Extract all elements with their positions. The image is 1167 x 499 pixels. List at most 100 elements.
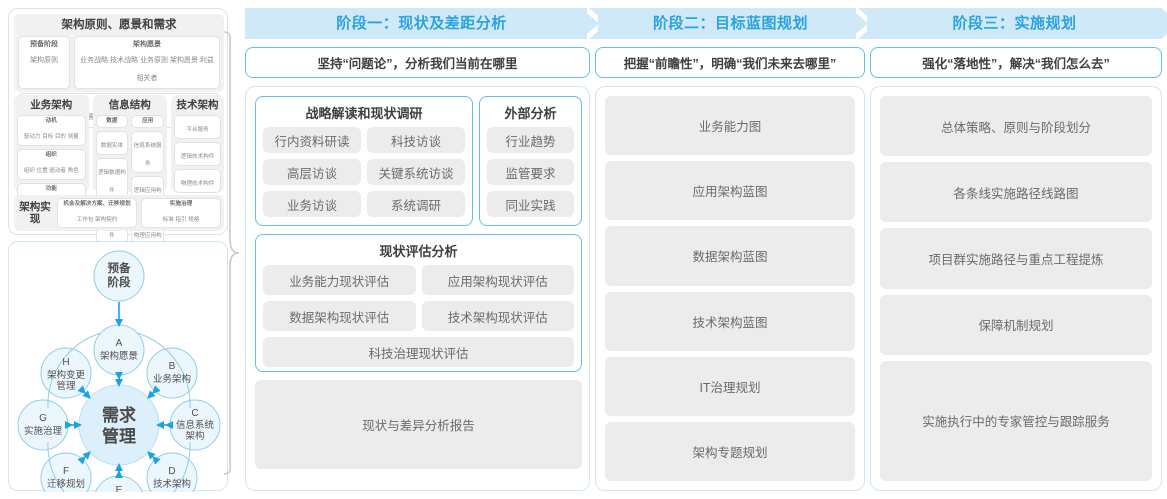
stage-1-subtitle: 坚持“问题论”，分析我们当前在哪里: [245, 47, 590, 78]
adm-c-label1: 信息系统: [176, 419, 215, 431]
adm-node-a: [93, 324, 145, 376]
application-head-chip: 应用: [131, 115, 165, 128]
bracket-connector-icon: [223, 31, 240, 475]
pill-item[interactable]: 业务能力现状评估: [263, 265, 416, 295]
chevron-end-icon: [1148, 8, 1167, 39]
information-structure-column: 信息结构 数据 数据实体 逻辑数据构件 物理数据构件: [92, 95, 168, 263]
list-item[interactable]: 架构专题规划: [605, 421, 855, 482]
band-background: [598, 8, 863, 39]
stage-3-band: 阶段三：实施规划: [867, 8, 1162, 39]
adm-f-key: F: [63, 466, 69, 477]
stage-2-band-label: 阶段二：目标蓝图规划: [652, 15, 808, 32]
adm-b-key: B: [169, 361, 176, 372]
adm-c-label2: 架构: [185, 430, 204, 442]
stage-1-band: 阶段一：现状及差距分析: [245, 8, 598, 39]
adm-g-key: G: [39, 413, 47, 424]
adm-a-key: A: [116, 338, 123, 349]
opportunity-migration-chip: 机会及解决方案、迁移规划 工作包 架构契约: [57, 198, 137, 228]
pill-row: 业务能力现状评估 应用架构现状评估: [263, 265, 574, 295]
list-item[interactable]: 各条线实施路径线路图: [880, 162, 1152, 223]
list-item[interactable]: 总体策略、原则与阶段划分: [880, 96, 1152, 157]
pill-row: 高层访谈 关键系统访谈: [263, 159, 465, 185]
pill-row: 行业趋势: [487, 127, 574, 153]
pill-item[interactable]: 业务访谈: [263, 191, 361, 217]
list-item[interactable]: 业务能力图: [605, 96, 855, 156]
adm-g-label: 实施治理: [24, 425, 63, 437]
list-item[interactable]: 保障机制规划: [880, 294, 1152, 355]
architecture-principles-group: 架构原则、愿景和需求 预备阶段 架构原则 架构愿景 业务战略 技术战略 业务原则…: [14, 14, 224, 128]
adm-h-key: H: [62, 357, 69, 368]
group-title: 架构原则、愿景和需求: [61, 19, 177, 31]
pill-item[interactable]: 行内资料研读: [263, 127, 361, 153]
architecture-realization-group: 架构实现 机会及解决方案、迁移规划 工作包 架构契约 实施治理 标准 指引 规格: [14, 195, 224, 231]
pill-row: 业务访谈 系统调研: [263, 191, 465, 217]
stage-2-item-list: 业务能力图 应用架构蓝图 数据架构蓝图 技术架构蓝图 IT治理规划 架构专题规划: [605, 96, 855, 482]
architecture-vision-chip: 架构愿景 业务战略 技术战略 业务原则 架构愿景 利益相关者: [74, 36, 220, 89]
list-item[interactable]: 实施执行中的专家管控与跟踪服务: [880, 360, 1152, 482]
pill-item[interactable]: 同业实践: [487, 191, 574, 217]
pill-item[interactable]: 行业趋势: [487, 127, 574, 153]
pill-row: 数据架构现状评估 技术架构现状评估: [263, 301, 574, 331]
adm-h-label2: 管理: [56, 380, 76, 392]
band-background: [245, 8, 598, 39]
group-title: 外部分析: [504, 106, 557, 121]
platform-service-chip: 平台服务: [174, 115, 222, 139]
list-item[interactable]: 数据架构蓝图: [605, 226, 855, 286]
gap-analysis-report-pill[interactable]: 现状与差异分析报告: [255, 380, 582, 469]
column-title: 技术架构: [176, 99, 219, 111]
pill-item[interactable]: 数据架构现状评估: [263, 301, 416, 331]
pill-item[interactable]: 科技访谈: [367, 127, 465, 153]
adm-a-label: 架构愿景: [100, 350, 138, 362]
pill-row: 科技治理现状评估: [263, 337, 574, 367]
adm-prep-line1: 预备: [108, 261, 131, 275]
adm-e-key: E: [116, 485, 123, 492]
adm-center-circle: [78, 384, 160, 466]
stage-2-body: 业务能力图 应用架构蓝图 数据架构蓝图 技术架构蓝图 IT治理规划 架构专题规划: [595, 86, 865, 491]
pill-item[interactable]: 科技治理现状评估: [263, 337, 574, 367]
technology-architecture-column: 技术架构 平台服务 逻辑技术构件 物理技术构件: [171, 95, 225, 193]
data-entity-chip: 数据实体: [95, 131, 129, 155]
list-item[interactable]: IT治理规划: [605, 356, 855, 416]
stage-3-body: 总体策略、原则与阶段划分 各条线实施路径线路图 项目群实施路径与重点工程提炼 保…: [870, 86, 1162, 491]
stage-3-item-list: 总体策略、原则与阶段划分 各条线实施路径线路图 项目群实施路径与重点工程提炼 保…: [880, 96, 1152, 482]
adm-cycle-diagram: 预备 阶段 A 架构愿景 B 业务架构 C 信息系统 架构 D 技术架构 E 机…: [17, 250, 221, 492]
togaf-framework-panel: 架构原则、愿景和需求 预备阶段 架构原则 架构愿景 业务战略 技术战略 业务原则…: [8, 8, 230, 492]
group-title: 现状评估分析: [379, 244, 458, 259]
architecture-domains-row: 业务架构 动机 驱动力 目标 目的 测量 组织 组织 位置 驱动者 角色 功能 …: [14, 95, 225, 263]
band-background: [867, 8, 1162, 39]
group-title: 战略解读和现状调研: [305, 106, 423, 121]
pill-item[interactable]: 应用架构现状评估: [421, 265, 574, 295]
business-architecture-column: 业务架构 动机 驱动力 目标 目的 测量 组织 组织 位置 驱动者 角色 功能 …: [14, 95, 89, 214]
adm-b-label: 业务架构: [153, 373, 191, 385]
motivation-chip: 动机 驱动力 目标 目的 测量: [17, 115, 86, 146]
external-analysis-group: 外部分析 行业趋势 监管要求 同业实践: [479, 96, 582, 226]
stage-3-subtitle: 强化“落地性”，解决“我们怎么去”: [870, 47, 1162, 78]
adm-h-label1: 架构变更: [47, 369, 86, 381]
prep-phase-chip: 预备阶段 架构原则: [18, 36, 70, 89]
current-state-assessment-group: 现状评估分析 业务能力现状评估 应用架构现状评估 数据架构现状评估 技术架构现状…: [255, 234, 582, 372]
adm-cycle-card: 预备 阶段 A 架构愿景 B 业务架构 C 信息系统 架构 D 技术架构 E 机…: [8, 241, 228, 492]
pill-item[interactable]: 监管要求: [487, 159, 574, 185]
list-item[interactable]: 应用架构蓝图: [605, 161, 855, 221]
adm-d-key: D: [168, 466, 175, 477]
pill-item[interactable]: 高层访谈: [263, 159, 361, 185]
stage-2-band: 阶段二：目标蓝图规划: [598, 8, 863, 39]
stage-2-subtitle: 把握“前瞻性”，明确“我们未来去哪里”: [595, 47, 865, 78]
logical-data-component-chip: 逻辑数据构件: [95, 158, 129, 200]
strategy-research-group: 战略解读和现状调研 行内资料研读 科技访谈 高层访谈 关键系统访谈 业务访谈 系…: [255, 96, 473, 226]
list-item[interactable]: 项目群实施路径与重点工程提炼: [880, 228, 1152, 289]
column-title: 信息结构: [108, 99, 151, 111]
realization-label: 架构实现: [19, 201, 51, 225]
logical-technology-component-chip: 逻辑技术构件: [174, 142, 222, 166]
adm-center-line2: 管理: [102, 426, 136, 446]
adm-node-prep: [93, 250, 145, 302]
pill-item[interactable]: 关键系统访谈: [367, 159, 465, 185]
column-title: 业务架构: [30, 99, 73, 111]
pill-item[interactable]: 技术架构现状评估: [421, 301, 574, 331]
list-item[interactable]: 技术架构蓝图: [605, 291, 855, 351]
pill-item[interactable]: 系统调研: [367, 191, 465, 217]
adm-d-label: 技术架构: [153, 478, 191, 490]
implementation-governance-chip: 实施治理 标准 指引 规格: [141, 198, 221, 228]
information-system-service-chip: 信息系统服务: [131, 131, 165, 173]
data-head-chip: 数据: [95, 115, 129, 128]
